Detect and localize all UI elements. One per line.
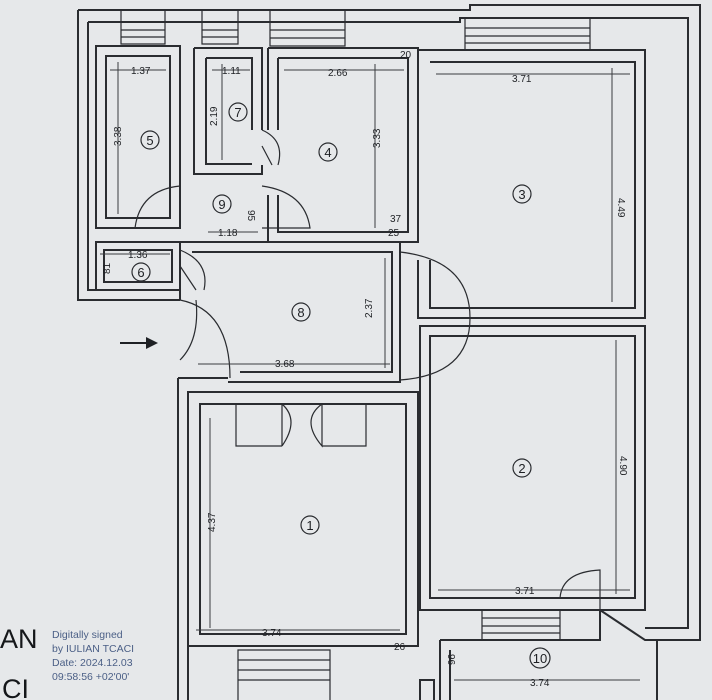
dim-room-4-corner-b: 37 xyxy=(390,214,402,225)
margin-text-line-2: CI xyxy=(2,674,29,700)
room-number-4-label: 4 xyxy=(324,145,331,160)
dim-room-8-width: 3.68 xyxy=(275,359,295,370)
room-number-3-label: 3 xyxy=(518,187,525,202)
room-7-door xyxy=(261,129,281,166)
room-number-6: 6 xyxy=(131,262,151,282)
room-number-3: 3 xyxy=(512,184,532,204)
room-number-9-label: 9 xyxy=(218,197,225,212)
signature-line-3: Date: 2024.12.03 xyxy=(52,657,133,669)
dim-room-6-width: 1.36 xyxy=(128,250,148,261)
signature-line-4: 09:58:56 +02'00' xyxy=(52,671,129,683)
dimension-lines xyxy=(100,62,640,681)
room-10-walls xyxy=(439,609,657,700)
room-number-2-label: 2 xyxy=(518,461,525,476)
room-number-10: 10 xyxy=(529,647,551,669)
dim-room-1-corner: 26 xyxy=(394,642,406,653)
room-1-walls xyxy=(187,391,419,647)
dim-room-9-height: 95 xyxy=(245,210,256,222)
room-number-10-label: 10 xyxy=(533,651,547,666)
room-number-5-label: 5 xyxy=(146,133,153,148)
dim-room-3-width: 3.71 xyxy=(512,74,532,85)
margin-text-line-1: AN xyxy=(0,624,38,654)
room-number-8-label: 8 xyxy=(297,305,304,320)
room-number-6-label: 6 xyxy=(137,265,144,280)
entrance-arrow-icon xyxy=(120,337,158,349)
dim-room-4-corner-c: 25 xyxy=(388,228,400,239)
window-top-left-2 xyxy=(201,10,239,45)
signature-line-2: by IULIAN TCACI xyxy=(52,643,134,655)
dim-room-4-width: 2.66 xyxy=(328,68,348,79)
dim-room-1-width: 3.74 xyxy=(262,628,282,639)
room-1-double-door xyxy=(235,403,367,448)
dim-room-8-height: 2.37 xyxy=(364,298,375,318)
room-number-7: 7 xyxy=(228,102,248,122)
room-9-doors xyxy=(134,185,311,229)
room-2-door xyxy=(559,569,601,610)
dim-room-7-width: 1.11 xyxy=(222,66,241,77)
dim-room-5-width: 1.37 xyxy=(131,66,151,77)
dim-room-4-corner: 20 xyxy=(400,50,412,61)
dim-room-7-height: 2.19 xyxy=(209,106,220,126)
dim-room-2-width: 3.71 xyxy=(515,586,535,597)
room-number-1-label: 1 xyxy=(306,518,313,533)
room-number-1: 1 xyxy=(300,515,320,535)
dim-room-4-height: 3.33 xyxy=(372,128,383,148)
dim-room-9-width: 1.18 xyxy=(218,228,238,239)
window-top-mid xyxy=(269,10,346,47)
room-2-walls xyxy=(419,325,646,611)
room-3-walls xyxy=(417,49,646,319)
dim-room-5-height: 3.38 xyxy=(113,126,124,146)
dim-room-10-width: 3.74 xyxy=(530,678,550,689)
room-number-7-label: 7 xyxy=(234,105,241,120)
dim-room-3-height: 4.49 xyxy=(615,198,626,218)
window-top-left-1 xyxy=(120,10,166,45)
dim-room-10-height: 96 xyxy=(445,654,456,666)
dim-room-6-height: 81 xyxy=(102,262,113,274)
window-bottom-room1 xyxy=(237,649,331,700)
bottom-wall-stub xyxy=(419,679,435,700)
dim-room-1-height: 4.37 xyxy=(207,512,218,532)
room-number-2: 2 xyxy=(512,458,532,478)
dim-room-2-height: 4.90 xyxy=(617,456,628,476)
room-6-door xyxy=(179,249,206,291)
room-number-9: 9 xyxy=(212,194,232,214)
signature-line-1: Digitally signed xyxy=(52,629,123,641)
digital-signature: AN CI Digitally signed by IULIAN TCACI D… xyxy=(0,624,134,700)
outer-wall xyxy=(77,4,701,700)
room-number-5: 5 xyxy=(140,130,160,150)
room-7-walls xyxy=(193,47,263,175)
room-number-8: 8 xyxy=(291,302,311,322)
room-number-4: 4 xyxy=(318,142,338,162)
room-8-walls xyxy=(179,241,401,383)
